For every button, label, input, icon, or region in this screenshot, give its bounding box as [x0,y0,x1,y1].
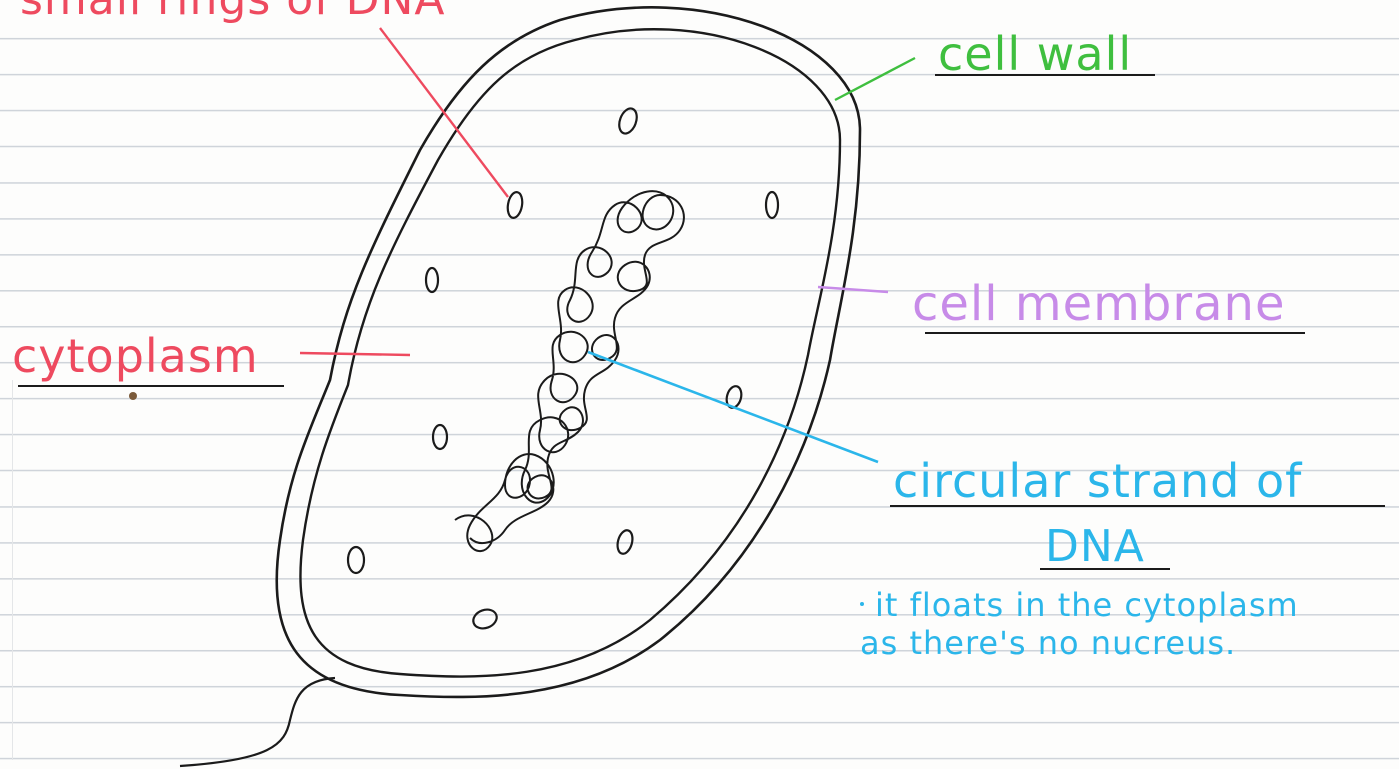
dna-label-line1: circular strand of [893,454,1303,508]
cell-membrane-outline [300,29,840,676]
dna-note-line2: as there's no nucreus. [860,624,1236,662]
plasmid-ring [433,425,447,449]
plasmid-ring [616,106,640,136]
dna-pointer-line [588,352,878,462]
cytoplasm-label: cytoplasm [12,329,259,383]
flagellum [180,678,335,766]
ink-speck [129,392,137,400]
ink-dot [860,602,864,606]
plasmid-ring [766,192,778,218]
cell-wall-pointer-line [835,58,915,100]
plasmid-ring [506,191,524,219]
plasmid-pointer-line [380,28,508,197]
plasmid-ring [615,529,635,556]
plasmid-rings [348,106,778,632]
cell-membrane-label: cell membrane [912,276,1285,332]
plasmid-ring [348,547,364,573]
plasmid-ring [471,606,500,631]
cell-membrane-pointer-line [818,287,888,292]
cytoplasm-pointer-line [300,353,410,355]
cell-wall-label: cell wall [938,27,1132,81]
dna-note-line1: it floats in the cytoplasm [875,586,1299,624]
dna-strand [455,191,684,551]
cell-wall-outline [277,7,860,697]
dna-label-line2: DNA [1045,521,1145,572]
plasmid-label: small rings of DNA [20,0,446,25]
plasmid-ring [426,268,438,292]
